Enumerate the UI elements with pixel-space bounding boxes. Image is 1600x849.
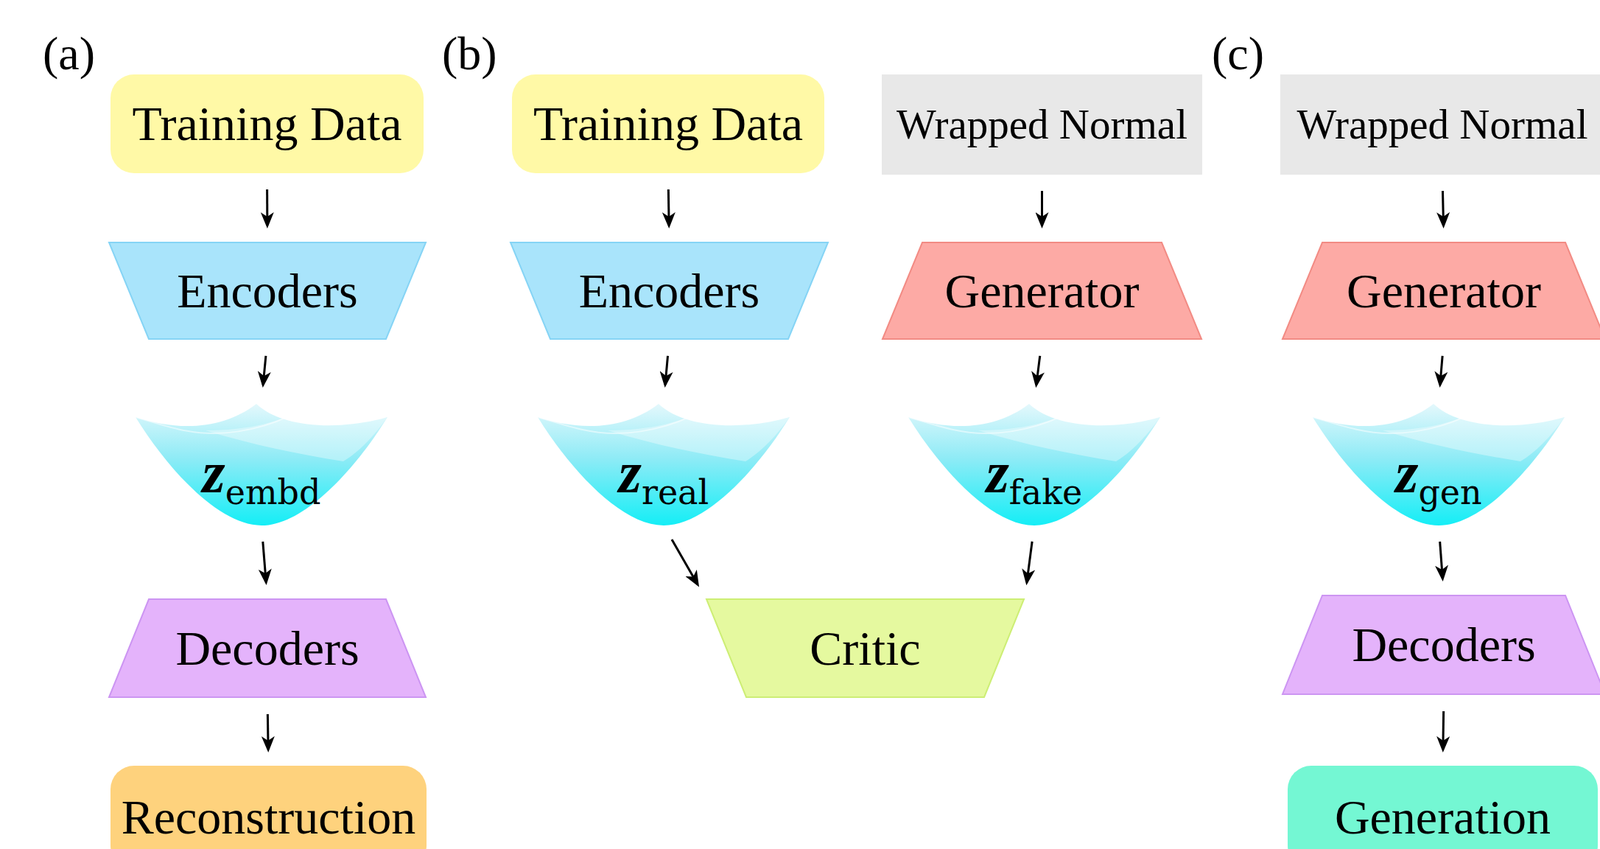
trapezoid-outline [510,242,828,339]
node-label: Wrapped Normal [1297,100,1589,149]
latent-subscript: embd [225,472,322,512]
flow-arrow [265,189,269,226]
node-label: Decoders [1351,616,1536,673]
encoder-block: Encoders [108,241,427,340]
node-label: Training Data [533,95,803,152]
decoder-block: Decoders [1281,594,1600,695]
latent-subscript: gen [1418,472,1482,512]
latent-variable: z [1395,439,1419,505]
distribution-box: Wrapped Normal [881,74,1203,175]
data-box: Training Data [511,74,825,174]
latent-variable: z [986,439,1010,505]
latent-subscript: real [641,472,709,512]
node-label: Decoders [175,620,359,677]
generator-block: Generator [881,241,1203,340]
flow-arrow [262,541,266,582]
node-label: Encoders [176,262,359,319]
manifold-ridge [908,402,1086,434]
data-box: Training Data [110,74,424,174]
node-label: Encoders [579,262,761,319]
manifold-sheet [908,403,1161,526]
flow-arrow [1036,355,1041,385]
flow-arrow [671,539,698,585]
manifold-ridge [1312,402,1490,434]
trapezoid-outline [109,242,426,339]
latent-variable: z [618,439,642,505]
manifold-sheet [537,403,790,526]
node-label: Reconstruction [121,788,417,845]
latent-symbol: zgen [1312,442,1565,502]
trapezoid-outline [1282,595,1600,694]
generator-block: Generator [1281,241,1600,340]
flow-arrow [1440,355,1443,385]
flow-arrow [1442,190,1444,226]
flow-arrow [266,713,270,750]
flow-arrow [1040,190,1044,226]
output-box: Reconstruction [110,765,427,849]
latent-variable: z [202,439,226,505]
node-label: Generator [945,262,1140,319]
latent-subscript: fake [1009,472,1083,512]
panel-label: (a) [42,26,96,82]
decoder-block: Decoders [108,598,427,698]
trapezoid-outline [882,242,1202,339]
panel-label: (b) [441,26,498,82]
manifold-ridge [537,402,715,434]
trapezoid-outline [109,598,426,697]
latent-manifold: zfake [908,400,1161,526]
latent-symbol: zfake [908,442,1161,502]
flow-arrow [1441,710,1445,750]
trapezoid-outline [1282,242,1600,339]
node-label: Wrapped Normal [896,100,1188,149]
flow-arrow [665,355,669,385]
latent-manifold: zembd [135,400,388,526]
flow-arrow [1026,541,1033,582]
flow-arrow [1440,541,1444,579]
manifold-sheet [1312,403,1565,526]
latent-manifold: zgen [1312,400,1565,526]
critic-block: Critic [705,598,1025,698]
flow-arrow [667,189,671,226]
encoder-block: Encoders [509,241,829,340]
trapezoid-outline [706,598,1024,697]
panel-label: (c) [1211,26,1265,82]
node-label: Generation [1334,788,1551,845]
manifold-sheet [135,403,388,526]
manifold-ridge [135,402,313,434]
latent-symbol: zembd [135,442,388,502]
node-label: Training Data [131,95,402,152]
distribution-box: Wrapped Normal [1280,74,1600,175]
latent-symbol: zreal [537,442,790,502]
output-box: Generation [1287,765,1598,849]
flow-arrow [262,355,266,385]
node-label: Critic [809,620,921,677]
node-label: Generator [1346,262,1542,319]
latent-manifold: zreal [537,400,790,526]
